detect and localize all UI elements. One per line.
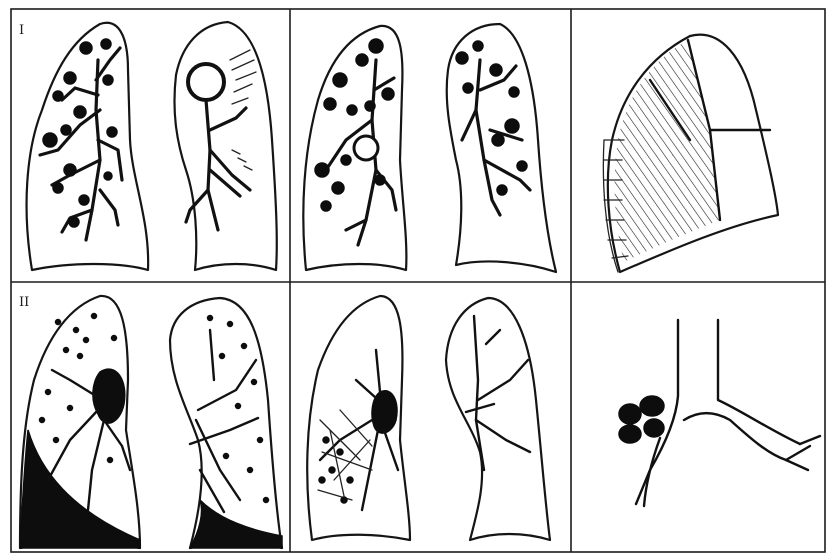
row-label-2: II (19, 295, 29, 310)
left-lung-outline (446, 298, 550, 540)
cavity-lesion (188, 64, 224, 100)
trachea-and-bronchi (636, 320, 820, 506)
left-lung-outline (170, 298, 282, 548)
panel-2a-lungs (20, 296, 282, 548)
enlarged-lymph-nodes (619, 396, 664, 443)
hilar-mass (93, 369, 125, 423)
left-lung-outline (174, 22, 276, 270)
panel-1b-lungs (303, 24, 556, 272)
panel-2c-bronchial-diagram (619, 320, 820, 506)
panel-1c-segment-diagram (603, 35, 778, 272)
row-label-1: I (19, 23, 24, 38)
panel-1a-lungs (27, 22, 277, 270)
panel-2b-lungs (307, 296, 550, 540)
